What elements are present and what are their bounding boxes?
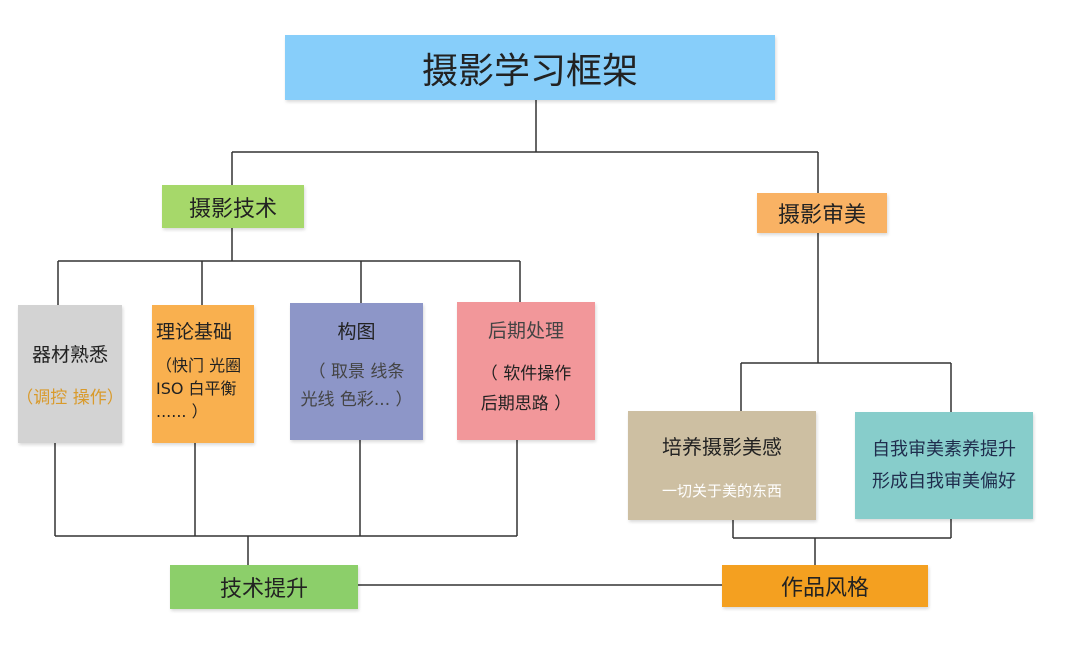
- self-aesthetic-line1: 自我审美素养提升: [872, 438, 1016, 460]
- post-processing-sub-line1: （ 软件操作: [480, 364, 572, 384]
- theory-sub-line2: ISO 白平衡: [156, 379, 237, 398]
- technique-node: 摄影技术: [162, 185, 304, 228]
- root-node: 摄影学习框架: [285, 35, 775, 100]
- composition-sub-line1: （ 取景 线条: [308, 362, 405, 382]
- sense-of-beauty-label: 培养摄影美感: [662, 434, 782, 459]
- equipment-label: 器材熟悉: [31, 344, 108, 366]
- sense-of-beauty-sub: 一切关于美的东西: [661, 481, 782, 500]
- work-style-label: 作品风格: [780, 576, 869, 601]
- post-processing-node: 后期处理 （ 软件操作 后期思路 ）: [457, 302, 595, 440]
- theory-sub-line1: （快门 光圈: [156, 356, 242, 375]
- technique-label: 摄影技术: [188, 196, 277, 222]
- aesthetics-label: 摄影审美: [777, 203, 866, 228]
- self-aesthetic-line2: 形成自我审美偏好: [872, 470, 1016, 492]
- composition-sub-line2: 光线 色彩... ）: [300, 390, 413, 410]
- work-style-node: 作品风格: [722, 565, 928, 607]
- root-label: 摄影学习框架: [421, 50, 638, 92]
- skill-improvement-label: 技术提升: [219, 577, 308, 602]
- theory-sub-line3: ...... ）: [156, 402, 208, 421]
- self-aesthetic-node: 自我审美素养提升 形成自我审美偏好: [855, 412, 1033, 519]
- aesthetics-node: 摄影审美: [757, 193, 887, 233]
- theory-node: 理论基础 （快门 光圈 ISO 白平衡 ...... ）: [152, 305, 254, 443]
- skill-improvement-node: 技术提升: [170, 565, 358, 609]
- composition-label: 构图: [337, 321, 376, 343]
- post-processing-sub-line2: 后期思路 ）: [480, 394, 572, 414]
- sense-of-beauty-node: 培养摄影美感 一切关于美的东西: [628, 411, 816, 520]
- composition-node: 构图 （ 取景 线条 光线 色彩... ）: [290, 303, 423, 440]
- equipment-node: 器材熟悉 （调控 操作）: [16, 305, 124, 443]
- theory-label: 理论基础: [156, 321, 233, 343]
- equipment-sub: （调控 操作）: [16, 388, 124, 408]
- post-processing-label: 后期处理: [487, 320, 564, 342]
